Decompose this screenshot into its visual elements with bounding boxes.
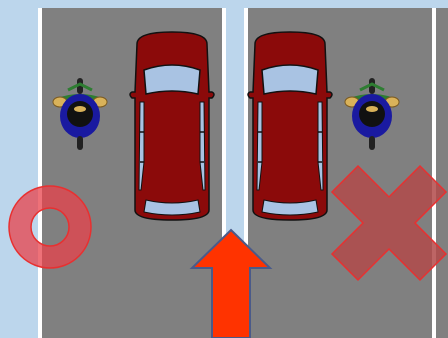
lane-line	[432, 8, 436, 338]
lane-line	[38, 8, 42, 338]
car-icon	[130, 32, 214, 220]
car-icon	[248, 32, 332, 220]
